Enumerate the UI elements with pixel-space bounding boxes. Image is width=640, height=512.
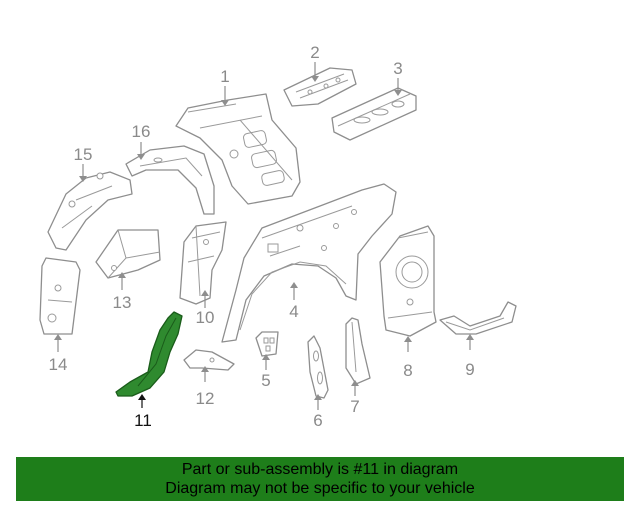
callout-1[interactable]: 1 bbox=[220, 67, 229, 86]
leader-9-arrow bbox=[466, 334, 474, 340]
callout-4[interactable]: 4 bbox=[289, 302, 298, 321]
leader-11-arrow bbox=[138, 394, 146, 400]
callout-3[interactable]: 3 bbox=[393, 59, 402, 78]
part-10[interactable] bbox=[179, 221, 227, 305]
callout-6[interactable]: 6 bbox=[313, 411, 322, 430]
leader-12-arrow bbox=[201, 366, 209, 372]
part-4[interactable] bbox=[221, 183, 397, 343]
leader-2-arrow bbox=[311, 76, 319, 82]
banner-line-2: Diagram may not be specific to your vehi… bbox=[165, 480, 475, 497]
part-3[interactable] bbox=[331, 87, 417, 141]
info-banner: Part or sub-assembly is #11 in diagram D… bbox=[16, 457, 624, 501]
part-2[interactable] bbox=[283, 67, 357, 107]
leader-6-arrow bbox=[314, 394, 322, 400]
leader-5-arrow bbox=[262, 354, 270, 360]
part-11[interactable] bbox=[115, 311, 183, 397]
callout-14[interactable]: 14 bbox=[49, 355, 68, 374]
leader-4-arrow bbox=[290, 282, 298, 288]
callout-5[interactable]: 5 bbox=[261, 371, 270, 390]
callout-12[interactable]: 12 bbox=[196, 389, 215, 408]
callout-10[interactable]: 10 bbox=[196, 308, 215, 327]
leader-10-arrow bbox=[201, 290, 209, 296]
leader-16-arrow bbox=[137, 154, 145, 160]
callout-11[interactable]: 11 bbox=[134, 411, 152, 430]
callout-7[interactable]: 7 bbox=[350, 397, 359, 416]
leader-13-arrow bbox=[118, 272, 126, 278]
part-12[interactable] bbox=[183, 349, 235, 371]
leader-8-arrow bbox=[404, 336, 412, 342]
callout-9[interactable]: 9 bbox=[465, 360, 474, 379]
callout-13[interactable]: 13 bbox=[113, 293, 132, 312]
leader-3-arrow bbox=[394, 90, 402, 96]
callout-2[interactable]: 2 bbox=[310, 43, 319, 62]
part-16[interactable] bbox=[125, 145, 215, 215]
callout-15[interactable]: 15 bbox=[74, 145, 93, 164]
leader-14-arrow bbox=[54, 334, 62, 340]
part-13[interactable] bbox=[95, 229, 161, 279]
callout-16[interactable]: 16 bbox=[132, 122, 151, 141]
leader-1-arrow bbox=[221, 100, 229, 106]
leader-15-arrow bbox=[79, 176, 87, 182]
part-14[interactable] bbox=[39, 257, 81, 335]
part-15[interactable] bbox=[47, 171, 133, 251]
part-7[interactable] bbox=[345, 317, 371, 385]
parts-diagram: 2 3 1 16 15 bbox=[39, 43, 517, 430]
part-8[interactable] bbox=[379, 225, 437, 337]
part-9[interactable] bbox=[439, 301, 517, 335]
banner-line-1: Part or sub-assembly is #11 in diagram bbox=[181, 461, 459, 478]
part-1[interactable] bbox=[175, 93, 301, 205]
part-5[interactable] bbox=[255, 331, 279, 357]
callout-8[interactable]: 8 bbox=[403, 361, 412, 380]
leader-7-arrow bbox=[351, 380, 359, 386]
part-6[interactable] bbox=[307, 335, 329, 399]
